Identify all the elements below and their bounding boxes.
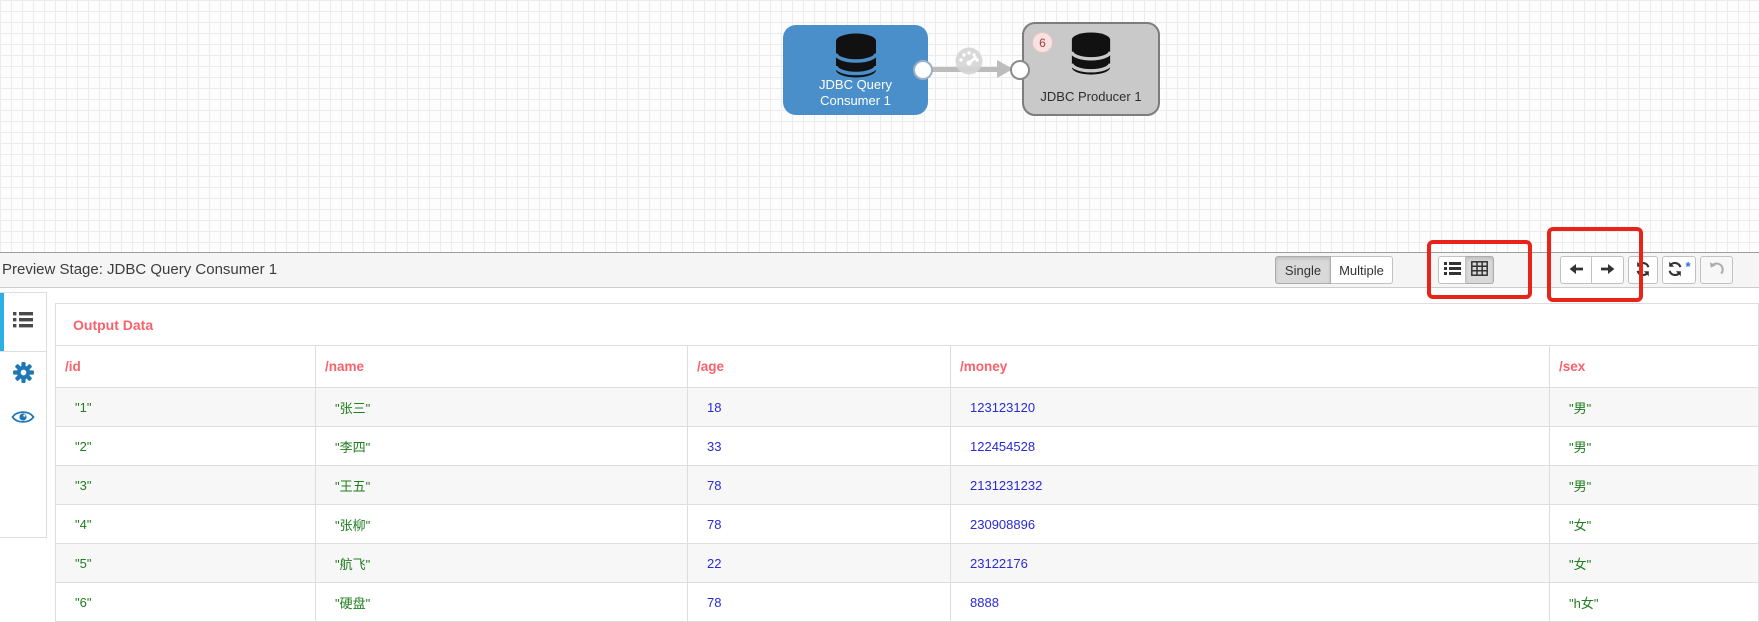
arrow-right-icon [1600,262,1616,279]
table-row: "1" "张三" 18 123123120 "男" [55,387,1759,427]
table-row: "4" "张柳" 78 230908896 "女" [55,504,1759,544]
single-mode-button[interactable]: Single [1275,256,1331,284]
cell-money: 230908896 [950,504,1550,544]
output-data-table: Output Data /id /name /age /money /sex "… [55,303,1759,622]
table-view-icon [1471,261,1488,279]
preview-toolbar: Preview Stage: JDBC Query Consumer 1 Sin… [0,252,1759,288]
cell-name: "张三" [315,387,688,427]
cell-name: "李四" [315,426,688,466]
tab-stage-configuration[interactable] [0,352,46,397]
cell-sex: "男" [1549,387,1759,427]
cell-id: "3" [55,465,316,505]
cell-sex: "女" [1549,543,1759,583]
cell-age: 18 [687,387,951,427]
previous-stage-button[interactable] [1560,256,1592,284]
cell-sex: "h女" [1549,582,1759,622]
stage-label-line1: JDBC Query [819,76,892,92]
input-port[interactable] [1010,60,1030,80]
cell-name: "张柳" [315,504,688,544]
cell-id: "1" [55,387,316,427]
preview-side-tabs [0,292,47,538]
star-suffix: * [1685,258,1691,274]
refresh-star-icon [1667,261,1683,280]
records-list-icon [13,311,33,333]
refresh-icon [1635,261,1651,280]
gear-icon [12,361,35,389]
cell-age: 78 [687,465,951,505]
table-row: "3" "王五" 78 2131231232 "男" [55,465,1759,505]
output-port[interactable] [913,60,933,80]
stage-label-line2: Consumer 1 [820,92,891,108]
cell-id: "5" [55,543,316,583]
undo-icon [1708,261,1725,280]
cell-id: "6" [55,582,316,622]
output-data-title-row: Output Data [55,303,1759,346]
output-data-title: Output Data [55,303,1759,346]
table-view-button[interactable] [1466,256,1494,284]
column-header-name: /name [315,345,688,388]
database-icon [1069,31,1113,82]
table-row: "2" "李四" 33 122454528 "男" [55,426,1759,466]
list-view-icon [1443,261,1461,279]
multiple-mode-button[interactable]: Multiple [1331,256,1393,284]
cell-sex: "女" [1549,504,1759,544]
cell-money: 122454528 [950,426,1550,466]
active-tab-indicator [0,293,4,351]
cell-age: 22 [687,543,951,583]
tab-preview-configuration[interactable] [0,397,46,442]
cell-money: 123123120 [950,387,1550,427]
cell-sex: "男" [1549,426,1759,466]
rerun-preview-button[interactable]: * [1662,256,1696,284]
cell-money: 23122176 [950,543,1550,583]
preview-stage-title: Preview Stage: JDBC Query Consumer 1 [2,261,278,278]
database-icon [833,32,879,85]
stage-jdbc-producer[interactable]: 6 JDBC Producer 1 [1022,22,1160,116]
list-view-button[interactable] [1438,256,1466,284]
cell-sex: "男" [1549,465,1759,505]
cell-age: 78 [687,504,951,544]
gauge-icon [954,46,984,81]
cell-name: "王五" [315,465,688,505]
column-header-sex: /sex [1549,345,1759,388]
cell-id: "4" [55,504,316,544]
arrow-left-icon [1568,262,1584,279]
cell-age: 78 [687,582,951,622]
cell-name: "航飞" [315,543,688,583]
cell-money: 8888 [950,582,1550,622]
column-header-age: /age [687,345,951,388]
tab-records[interactable] [0,293,46,352]
column-header-id: /id [55,345,316,388]
stage-label: JDBC Query Consumer 1 [783,77,928,110]
stage-jdbc-query-consumer[interactable]: JDBC Query Consumer 1 [783,25,928,115]
stage-label: JDBC Producer 1 [1040,88,1142,104]
table-row: "6" "硬盘" 78 8888 "h女" [55,582,1759,622]
stream-link-arrowhead [997,60,1013,78]
cell-money: 2131231232 [950,465,1550,505]
eye-icon [11,409,35,430]
revert-changes-button[interactable] [1700,256,1733,284]
cell-id: "2" [55,426,316,466]
pipeline-canvas: JDBC Query Consumer 1 6 [0,0,1759,252]
record-count-badge[interactable]: 6 [1032,32,1053,53]
column-header-money: /money [950,345,1550,388]
cell-age: 33 [687,426,951,466]
column-header-row: /id /name /age /money /sex [55,345,1759,388]
refresh-preview-button[interactable] [1628,256,1658,284]
next-stage-button[interactable] [1592,256,1624,284]
table-row: "5" "航飞" 22 23122176 "女" [55,543,1759,583]
cell-name: "硬盘" [315,582,688,622]
